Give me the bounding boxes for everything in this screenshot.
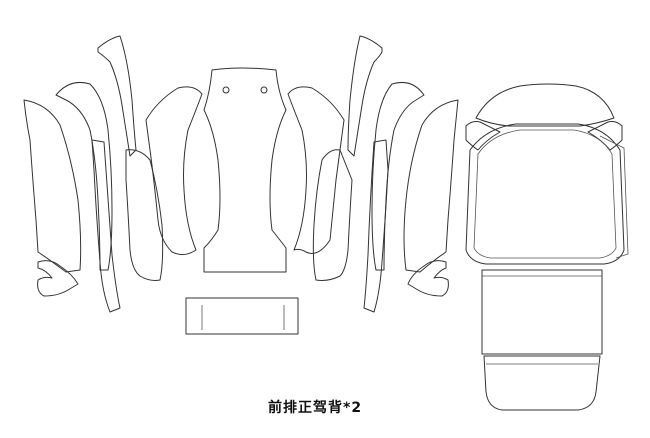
right-outer-side-panel <box>403 99 459 273</box>
seat-bottom-flap <box>483 355 601 411</box>
right-curved-strip <box>371 81 425 271</box>
left-lower-strap <box>91 139 121 313</box>
right-bolster-piece <box>312 149 353 281</box>
seat-right-piping-strip <box>599 135 629 259</box>
left-wing-panel <box>145 86 203 256</box>
seat-lower-cushion-panel <box>481 269 603 355</box>
seat-main-back-panel <box>465 123 625 265</box>
left-outer-side-panel <box>23 99 82 273</box>
right-wing-panel <box>287 86 345 254</box>
diagram-caption: 前排正驾背*2 <box>268 400 363 416</box>
seat-main-back-inner-line <box>473 129 617 259</box>
seat-left-shoulder-piece <box>465 121 501 151</box>
left-tall-strap <box>97 35 137 157</box>
seat-top-arch-panel <box>475 83 615 127</box>
right-tall-strap <box>347 35 383 157</box>
center-panel-hole-right <box>260 86 268 94</box>
center-back-panel <box>203 67 287 273</box>
left-hook-piece <box>37 260 79 297</box>
center-bottom-strip <box>185 297 299 335</box>
left-bolster-piece <box>125 149 164 281</box>
left-curved-strip <box>55 81 113 271</box>
right-hook-piece <box>407 260 449 297</box>
center-panel-hole-left <box>222 86 230 94</box>
